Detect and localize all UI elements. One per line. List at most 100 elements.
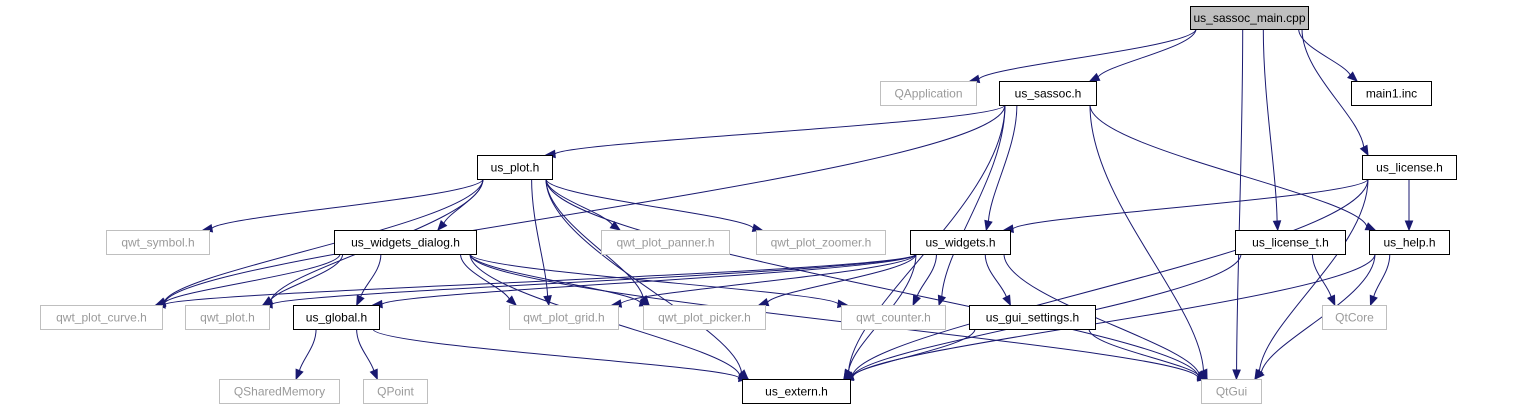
node-us-extern-h[interactable]: us_extern.h [742,379,851,404]
node-box [841,305,946,330]
edge-us_sassoc_h-to-us_widgets_h [987,104,1018,222]
edge-us_widgets_h-to-qwt_plot_grid_h [620,253,917,304]
arrowhead-us_sassoc_main_cpp-to-QtGui [1232,369,1241,381]
arrowhead-us_plot_h-to-us_widgets_dialog_h [437,220,448,232]
edge-us_plot_h-to-qwt_symbol_h [211,178,484,229]
node-box [334,230,477,255]
arrowhead-us_license_h-to-us_help_h [1404,220,1414,232]
arrowhead-us_sassoc_main_cpp-to-main1_inc [1347,71,1358,82]
edge-us_widgets_h-to-qwt_counter_h [916,253,937,297]
node-label: us_global.h [306,311,367,325]
node-box [40,305,163,330]
node-us-sassoc-h[interactable]: us_sassoc.h [999,81,1097,106]
node-label: qwt_plot_grid.h [523,311,604,325]
node-QPoint: QPoint [363,379,428,404]
arrowhead-us_plot_h-to-qwt_plot_panner_h [609,221,622,231]
node-box [1362,155,1457,180]
edge-us_widgets_dialog_h-to-QtGui [469,253,1199,378]
edge-us_widgets_h-to-qwt_plot_picker_h [767,253,917,303]
arrowhead-us_global_h-to-QPoint [369,368,378,381]
edge-us_sassoc_h-to-QtGui [1089,104,1204,371]
arrowhead-us_license_t_h-to-QtCore [1327,294,1336,307]
node-label: us_sassoc_main.cpp [1193,11,1305,25]
node-us-license-t-h[interactable]: us_license_t.h [1235,230,1346,255]
edge-us_plot_h-to-us_extern_h [545,178,743,373]
edge-us_widgets_dialog_h-to-qwt_plot_h [270,253,344,301]
node-label: us_help.h [1383,236,1435,250]
arrowhead-us_widgets_h-to-qwt_counter_h [912,294,921,307]
edge-us_sassoc_h-to-us_plot_h [554,104,1006,155]
edge-us_sassoc_h-to-qwt_counter_h [941,104,1006,297]
edge-us_sassoc_main_cpp-to-us_license_t_h [1262,28,1278,222]
node-box [185,305,270,330]
node-qwt-plot-picker-h: qwt_plot_picker.h [643,305,766,330]
node-box [1322,305,1387,330]
arrowhead-us_help_h-to-QtCore [1369,294,1378,307]
node-box [880,81,977,106]
arrowhead-us_sassoc_main_cpp-to-us_sassoc_h [1088,72,1101,82]
node-box [910,230,1011,255]
arrowhead-us_sassoc_main_cpp-to-us_license_t_h [1272,220,1282,232]
arrowhead-us_help_h-to-QtGui [1254,369,1265,380]
node-label: us_license_t.h [1252,236,1329,250]
edge-us_widgets_h-to-qwt_plot_curve_h [164,253,917,305]
arrowhead-us_widgets_dialog_h-to-qwt_plot_grid_h [506,295,517,306]
node-qwt-plot-zoomer-h: qwt_plot_zoomer.h [756,230,886,255]
node-us-plot-h[interactable]: us_plot.h [477,155,553,180]
node-label: QPoint [377,385,414,399]
edge-us_widgets_dialog_h-to-qwt_plot_curve_h [164,253,341,303]
edge-us_global_h-to-QSharedMemory [298,328,317,371]
node-box [509,305,619,330]
node-box [106,230,210,255]
node-box [1190,6,1309,30]
node-box [756,230,886,255]
node-label: us_plot.h [491,161,540,175]
node-qwt-plot-curve-h: qwt_plot_curve.h [40,305,163,330]
node-us-gui-settings-h[interactable]: us_gui_settings.h [969,305,1096,330]
node-main1-inc[interactable]: main1.inc [1351,81,1432,106]
node-box [1351,81,1432,106]
edge-us_widgets_dialog_h-to-us_global_h [360,253,382,298]
node-box [601,230,730,255]
edge-us_help_h-to-QtGui [1260,253,1376,373]
edge-us_sassoc_main_cpp-to-QApplication [978,28,1197,80]
node-us-license-h[interactable]: us_license.h [1362,155,1457,180]
node-label: QtGui [1216,385,1247,399]
edge-us_gui_settings_h-to-QtGui [1088,328,1200,376]
node-us-widgets-dialog-h[interactable]: us_widgets_dialog.h [334,230,477,255]
edge-us_sassoc_main_cpp-to-us_license_h [1301,28,1365,148]
edge-us_sassoc_h-to-qwt_plot_curve_h [164,104,1006,304]
node-us-global-h[interactable]: us_global.h [293,305,380,330]
node-label: qwt_symbol.h [121,236,194,250]
edge-us_widgets_dialog_h-to-qwt_plot_grid_h [460,253,510,300]
node-us-help-h[interactable]: us_help.h [1369,230,1450,255]
node-QtGui: QtGui [1201,379,1262,404]
node-box [1369,230,1450,255]
node-label: us_extern.h [765,385,828,399]
node-box [1235,230,1346,255]
node-qwt-counter-h: qwt_counter.h [841,305,946,330]
edge-us_plot_h-to-qwt_plot_zoomer_h [545,178,754,229]
node-QtCore: QtCore [1322,305,1387,330]
node-label: qwt_counter.h [856,311,931,325]
node-label: qwt_plot_picker.h [658,311,751,325]
node-qwt-plot-grid-h: qwt_plot_grid.h [509,305,619,330]
node-label: main1.inc [1366,87,1417,101]
edge-us_widgets_h-to-qwt_plot_h [271,253,917,305]
edge-us_sassoc_h-to-us_help_h [1089,104,1368,227]
node-label: us_widgets.h [925,236,995,250]
node-label: qwt_plot_zoomer.h [771,236,872,250]
arrowhead-us_widgets_h-to-us_gui_settings_h [1002,294,1012,307]
edges-layer [154,28,1414,383]
edge-us_help_h-to-QtCore [1373,253,1391,297]
edge-us_widgets_dialog_h-to-qwt_plot_picker_h [469,253,641,303]
node-qwt-plot-h: qwt_plot.h [185,305,270,330]
node-box [742,379,851,404]
node-box [1201,379,1262,404]
edge-us_plot_h-to-QtGui [545,178,1199,377]
node-label: QApplication [894,87,962,101]
edge-us_license_t_h-to-QtCore [1311,253,1332,297]
node-box [219,379,340,404]
node-us-widgets-h[interactable]: us_widgets.h [910,230,1011,255]
